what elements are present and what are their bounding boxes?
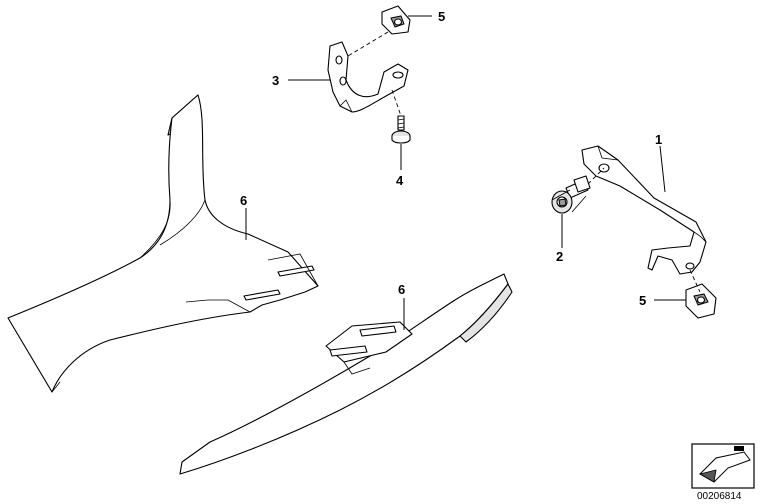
trim-strip-right — [179, 273, 513, 475]
bolt-2 — [551, 175, 591, 214]
clip-nut-5-top — [381, 5, 411, 35]
leader-line-1 — [659, 145, 666, 193]
screw-4 — [391, 115, 411, 144]
callout-6-right: 6 — [398, 282, 405, 297]
catalog-number: 00206814 — [697, 491, 742, 502]
callout-6-left: 6 — [240, 193, 247, 208]
callout-4: 4 — [396, 173, 404, 188]
callout-5-right: 5 — [639, 293, 646, 308]
assembly-line-5-to-3 — [347, 31, 389, 57]
assembly-line-2-to-1 — [587, 167, 605, 185]
assembly-line-3-to-4 — [391, 89, 402, 117]
callout-2: 2 — [556, 249, 563, 264]
bracket-3 — [327, 41, 409, 113]
trim-panel-left — [7, 94, 319, 393]
callout-5-top: 5 — [438, 9, 445, 24]
callout-3: 3 — [272, 73, 279, 88]
bracket-1 — [581, 145, 707, 275]
callout-1: 1 — [655, 132, 662, 147]
arrow-insert-box-icon — [691, 443, 755, 489]
clip-nut-5-right — [685, 283, 717, 319]
